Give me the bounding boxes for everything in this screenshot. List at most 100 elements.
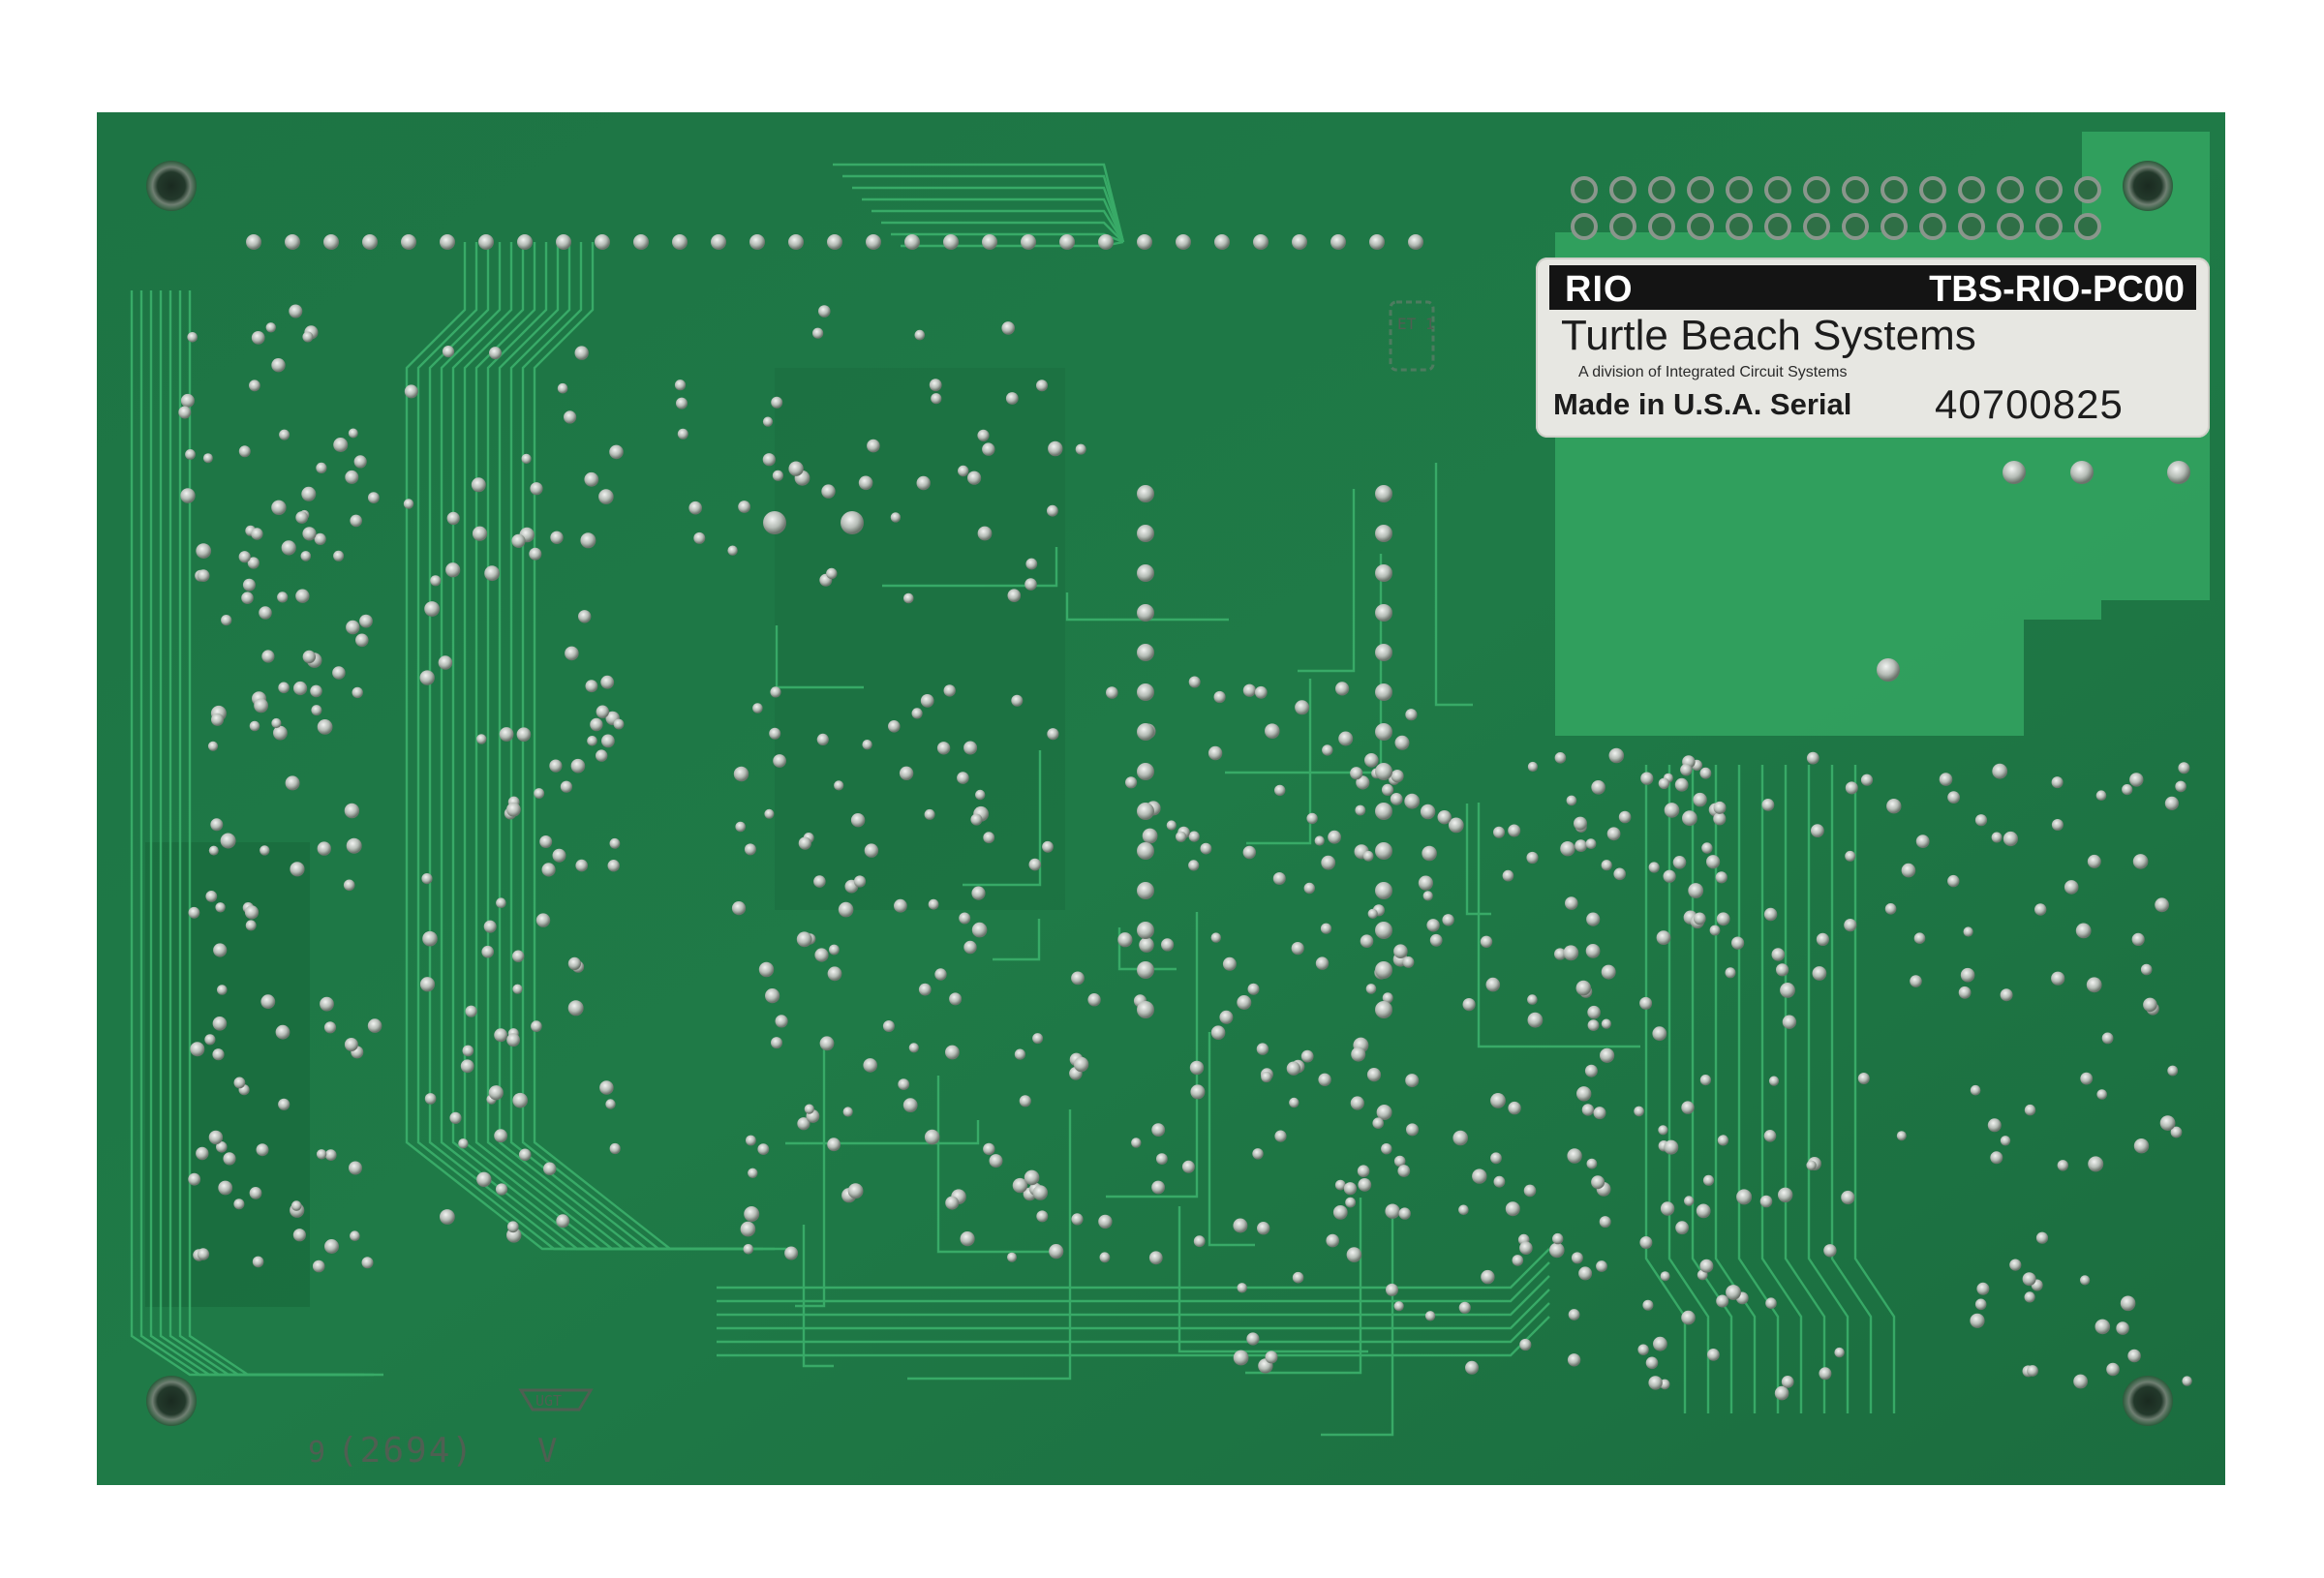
via bbox=[1355, 804, 1366, 816]
via bbox=[301, 486, 317, 501]
via bbox=[1606, 827, 1621, 841]
ic-pin bbox=[1375, 922, 1392, 939]
via bbox=[1642, 1299, 1654, 1311]
via bbox=[1386, 1283, 1398, 1296]
via bbox=[847, 1183, 864, 1199]
header-pin bbox=[1571, 213, 1598, 240]
via bbox=[920, 694, 934, 708]
via bbox=[1047, 728, 1059, 741]
via bbox=[1394, 735, 1410, 750]
via bbox=[289, 304, 303, 319]
via bbox=[1600, 1047, 1615, 1063]
ic-pin-columns bbox=[1137, 485, 1392, 1018]
trace bbox=[881, 221, 1124, 243]
via bbox=[1189, 1060, 1205, 1076]
via bbox=[1420, 804, 1436, 820]
via bbox=[2096, 1089, 2107, 1100]
via bbox=[1682, 810, 1697, 827]
via bbox=[440, 1209, 455, 1225]
via bbox=[1527, 761, 1538, 773]
via bbox=[1709, 925, 1721, 936]
via bbox=[1099, 1252, 1111, 1263]
via bbox=[180, 488, 196, 503]
via bbox=[1576, 1086, 1592, 1102]
via bbox=[983, 1142, 995, 1156]
via bbox=[1645, 1356, 1659, 1370]
copper-traces bbox=[130, 163, 1896, 1437]
via bbox=[911, 708, 923, 719]
via bbox=[1910, 975, 1922, 987]
edge-pin bbox=[672, 234, 688, 250]
via bbox=[1736, 1189, 1753, 1205]
mounting-hole bbox=[2123, 161, 2173, 211]
via bbox=[1485, 977, 1501, 992]
via bbox=[2095, 790, 2107, 801]
via bbox=[1036, 1210, 1049, 1223]
via bbox=[292, 1229, 306, 1242]
trace bbox=[1691, 765, 1733, 1413]
via bbox=[1422, 845, 1437, 862]
via bbox=[278, 1098, 290, 1110]
via bbox=[316, 462, 327, 473]
via bbox=[419, 670, 435, 685]
via bbox=[1462, 998, 1476, 1012]
via bbox=[1393, 1301, 1404, 1312]
via bbox=[1254, 685, 1268, 699]
via bbox=[1781, 1376, 1794, 1388]
via bbox=[273, 725, 288, 741]
ic-pin bbox=[1375, 882, 1392, 899]
via bbox=[1036, 379, 1048, 392]
via bbox=[1527, 1012, 1544, 1028]
via bbox=[1823, 1244, 1837, 1258]
via bbox=[285, 775, 300, 791]
via bbox=[775, 1015, 788, 1028]
via bbox=[1639, 1236, 1653, 1249]
via bbox=[278, 682, 290, 694]
via bbox=[743, 1244, 754, 1255]
via bbox=[1346, 1247, 1362, 1262]
via bbox=[445, 562, 461, 578]
via bbox=[738, 501, 750, 513]
trace bbox=[802, 1225, 834, 1368]
trace bbox=[1737, 765, 1780, 1413]
via bbox=[359, 614, 373, 628]
via bbox=[1210, 1025, 1226, 1040]
via bbox=[1857, 1073, 1870, 1084]
via bbox=[1715, 871, 1728, 884]
via bbox=[247, 557, 260, 569]
via bbox=[1575, 839, 1587, 852]
via bbox=[797, 1117, 810, 1131]
via bbox=[1019, 1095, 1031, 1108]
via bbox=[587, 736, 597, 746]
via bbox=[1672, 856, 1687, 869]
via bbox=[599, 1080, 614, 1095]
edge-pin bbox=[362, 234, 378, 250]
via bbox=[977, 526, 993, 541]
header-pin bbox=[1919, 213, 1946, 240]
edge-pin-row bbox=[246, 234, 1423, 250]
edge-pin bbox=[1292, 234, 1307, 250]
via bbox=[1658, 1125, 1668, 1136]
via bbox=[1213, 690, 1226, 704]
via bbox=[430, 575, 442, 587]
via bbox=[1073, 1056, 1089, 1073]
via bbox=[1574, 816, 1587, 831]
edge-pin bbox=[711, 234, 726, 250]
via bbox=[261, 650, 275, 663]
via bbox=[1763, 907, 1778, 922]
via bbox=[2087, 854, 2101, 868]
via bbox=[1256, 1043, 1269, 1055]
via bbox=[494, 1129, 507, 1143]
trace bbox=[1830, 765, 1873, 1413]
via bbox=[324, 1239, 339, 1254]
via bbox=[244, 905, 260, 920]
header-pin bbox=[1997, 176, 2024, 203]
edge-pin bbox=[517, 234, 533, 250]
trace bbox=[882, 547, 1058, 588]
ic-pin bbox=[1137, 961, 1154, 979]
via bbox=[1844, 919, 1857, 932]
via bbox=[1901, 863, 1916, 878]
via bbox=[2022, 1272, 2036, 1287]
via bbox=[223, 1152, 236, 1166]
